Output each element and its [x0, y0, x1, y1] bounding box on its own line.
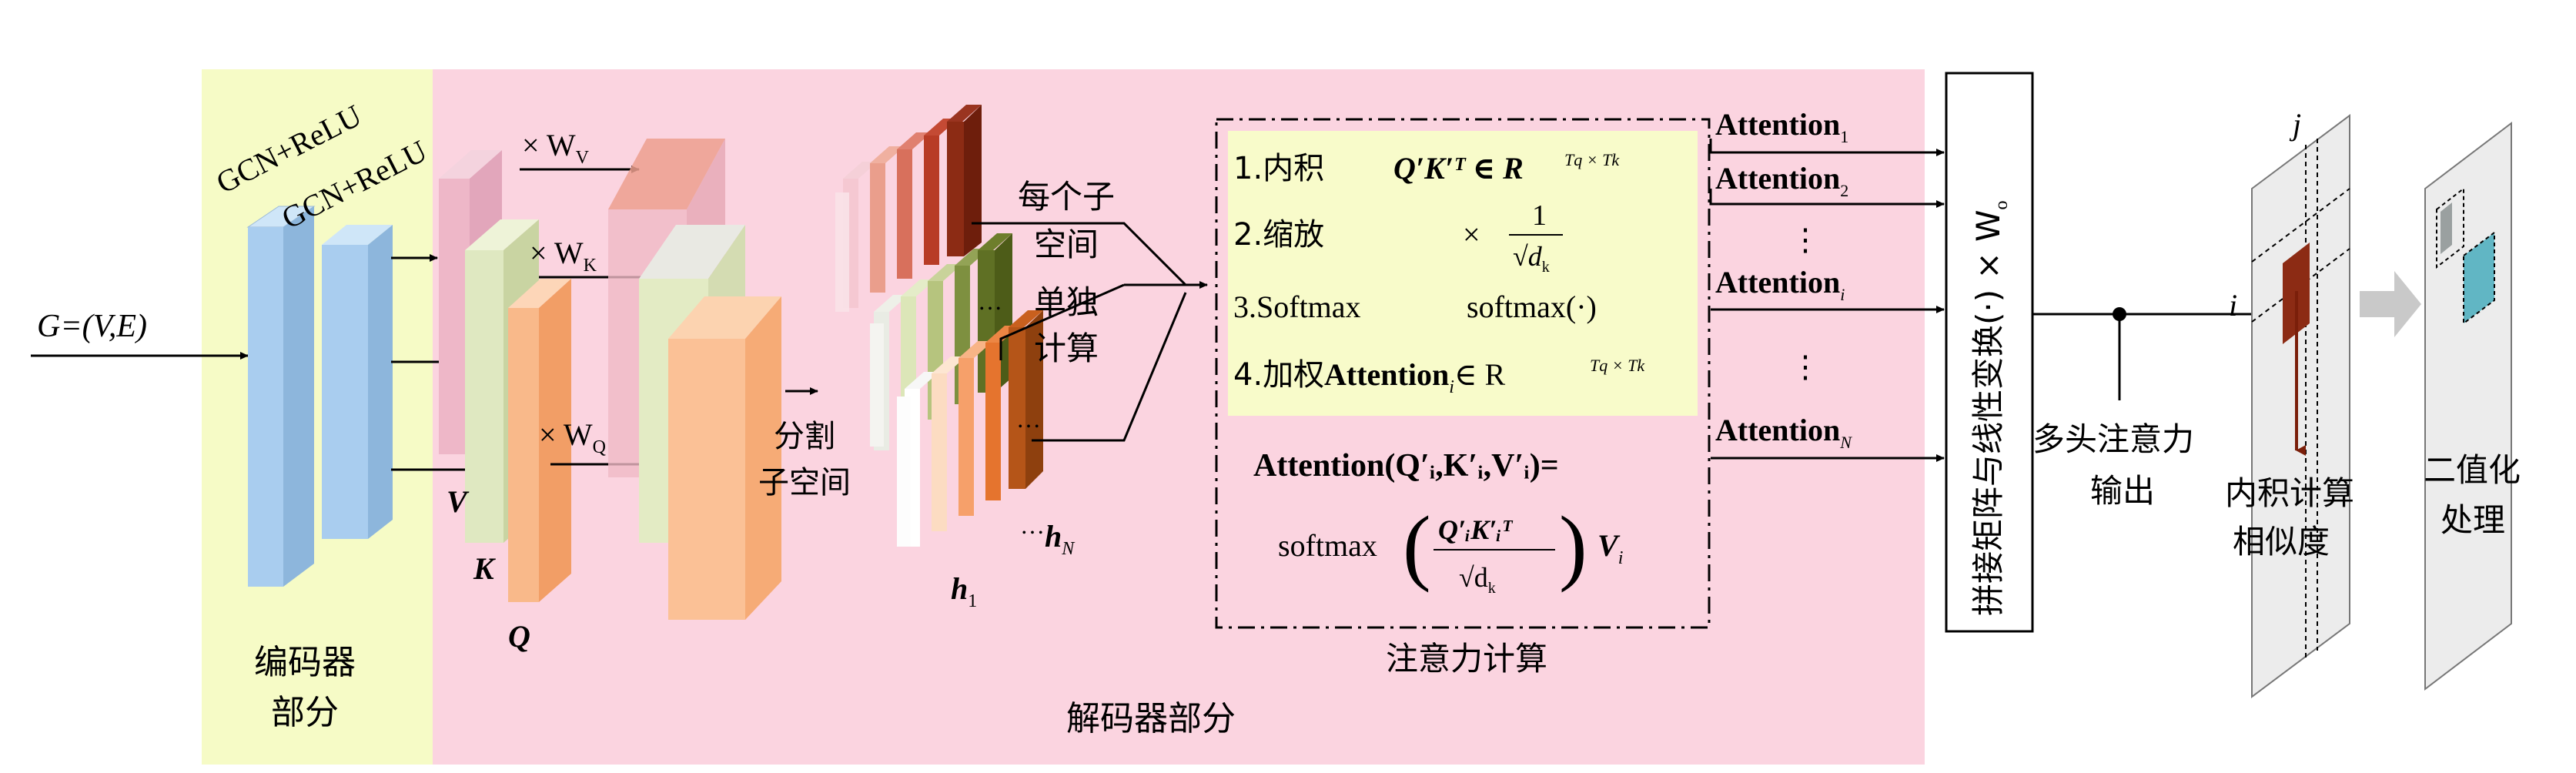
input-label: G=(V,E) — [37, 309, 147, 344]
wv-label: × WV — [522, 128, 590, 168]
encoder-title-2: 部分 — [271, 693, 339, 732]
v-label: V — [447, 484, 470, 519]
binarize-caption: 二值化 — [2424, 451, 2521, 489]
svg-text:每个子: 每个子 — [1018, 178, 1115, 216]
svg-text:1: 1 — [1532, 199, 1547, 232]
concat-text: 拼接矩阵与线性变换(·) × Wo — [1969, 200, 2012, 616]
h1-label: h1 — [951, 571, 977, 611]
encoder-title: 编码器 — [254, 643, 356, 682]
k-label: K — [473, 551, 496, 586]
svg-text:hN: hN — [1045, 519, 1076, 559]
step-2: 2.缩放 × 1 √dk — [1233, 199, 1563, 276]
attention-box — [1215, 118, 1711, 629]
q-prime-matrix — [668, 296, 781, 620]
step-3: 3.Softmax softmax(·) — [1233, 289, 1597, 324]
binarize-arrow — [2360, 271, 2421, 337]
svg-text:Q′ᵢK′ᵢᵀ: Q′ᵢK′ᵢᵀ — [1438, 514, 1513, 545]
similarity-caption: 内积计算 — [2225, 474, 2354, 512]
subspace-slabs — [835, 105, 1043, 547]
q-matrix — [508, 279, 571, 602]
wq-label: × WQ — [539, 417, 606, 457]
formula-panel — [1228, 131, 1698, 416]
svg-text:Tq × Tk: Tq × Tk — [1564, 150, 1620, 169]
encoder-region — [202, 69, 433, 765]
svg-text:Attentioni∈ R: Attentioni∈ R — [1324, 357, 1506, 397]
svg-text:h1: h1 — [951, 571, 977, 611]
split-label-2: 子空间 — [758, 465, 851, 500]
decoder-title: 解码器部分 — [1066, 699, 1236, 738]
sim-j-label: j — [2289, 107, 2301, 142]
attention-output-i: Attentioni — [1711, 265, 1945, 313]
gcn-layer-1 — [246, 206, 316, 587]
converge-lines — [972, 222, 1208, 442]
binarize-caption-2: 处理 — [2441, 501, 2505, 539]
split-label: 分割 — [774, 419, 835, 454]
svg-text:(: ( — [1403, 499, 1431, 593]
attention-output-N: AttentionN — [1711, 413, 1945, 462]
multihead-label: 多头注意力 — [2032, 420, 2194, 458]
vdots-1: ⋮ — [1790, 223, 1821, 257]
svg-text:× WV: × WV — [522, 128, 590, 168]
svg-text:√dk: √dk — [1459, 562, 1496, 597]
binarize-panel — [2424, 121, 2512, 691]
svg-text:4.加权: 4.加权 — [1233, 357, 1324, 393]
similarity-caption-2: 相似度 — [2233, 523, 2330, 561]
svg-text:Attention2: Attention2 — [1715, 161, 1848, 200]
svg-text:3.Softmax: 3.Softmax — [1233, 289, 1361, 324]
svg-text:): ) — [1559, 499, 1587, 593]
subspace-dots-2: … — [1016, 405, 1041, 433]
similarity-panel — [2251, 114, 2350, 698]
step-4: 4.加权 Attentioni∈ R Tq × Tk — [1233, 356, 1645, 397]
attention-equation-line2: softmax ( Q′ᵢK′ᵢᵀ √dk ) Vi — [1278, 499, 1623, 597]
attention-equation-line1: Attention(Q′ᵢ,K′ᵢ,V′ᵢ)= — [1253, 448, 1559, 484]
svg-text:Attentioni: Attentioni — [1715, 265, 1845, 304]
each-subspace-text: 每个子 空间 单独 计算 — [1018, 178, 1115, 367]
subspace-dots-3: … — [978, 287, 1002, 315]
sim-i-label: i — [2229, 288, 2237, 323]
svg-text:Q′K′ᵀ ∈ R: Q′K′ᵀ ∈ R — [1393, 151, 1524, 186]
svg-text:Attention1: Attention1 — [1715, 107, 1848, 146]
svg-text:softmax: softmax — [1278, 528, 1377, 563]
svg-text:单独: 单独 — [1034, 283, 1099, 321]
hN-label: hN — [1045, 519, 1076, 559]
svg-text:1.内积: 1.内积 — [1233, 151, 1324, 186]
vdots-2: ⋮ — [1790, 350, 1821, 384]
svg-text:softmax(·): softmax(·) — [1467, 289, 1597, 324]
svg-text:空间: 空间 — [1034, 226, 1099, 263]
subspace-dots: … — [1020, 511, 1045, 539]
wk-label: × WK — [530, 236, 597, 276]
attention-caption: 注意力计算 — [1386, 640, 1547, 678]
step-1: 1.内积 Q′K′ᵀ ∈ R Tq × Tk — [1233, 150, 1620, 186]
q-label: Q — [508, 619, 530, 654]
svg-text:计算: 计算 — [1034, 330, 1099, 367]
svg-text:×: × — [1463, 217, 1480, 252]
svg-text:× WQ: × WQ — [539, 417, 606, 457]
concat-box — [1945, 72, 2034, 633]
svg-text:Vi: Vi — [1597, 528, 1623, 568]
attention-output-2: Attention2 — [1709, 161, 1945, 208]
svg-text:Tq × Tk: Tq × Tk — [1590, 356, 1645, 375]
multihead-label-2: 输出 — [2090, 472, 2155, 510]
svg-text:2.缩放: 2.缩放 — [1233, 217, 1324, 253]
gcn-layer-2 — [322, 225, 393, 539]
attention-output-1: Attention1 — [1709, 107, 1945, 156]
svg-text:AttentionN: AttentionN — [1715, 413, 1852, 452]
svg-text:× WK: × WK — [530, 236, 597, 276]
